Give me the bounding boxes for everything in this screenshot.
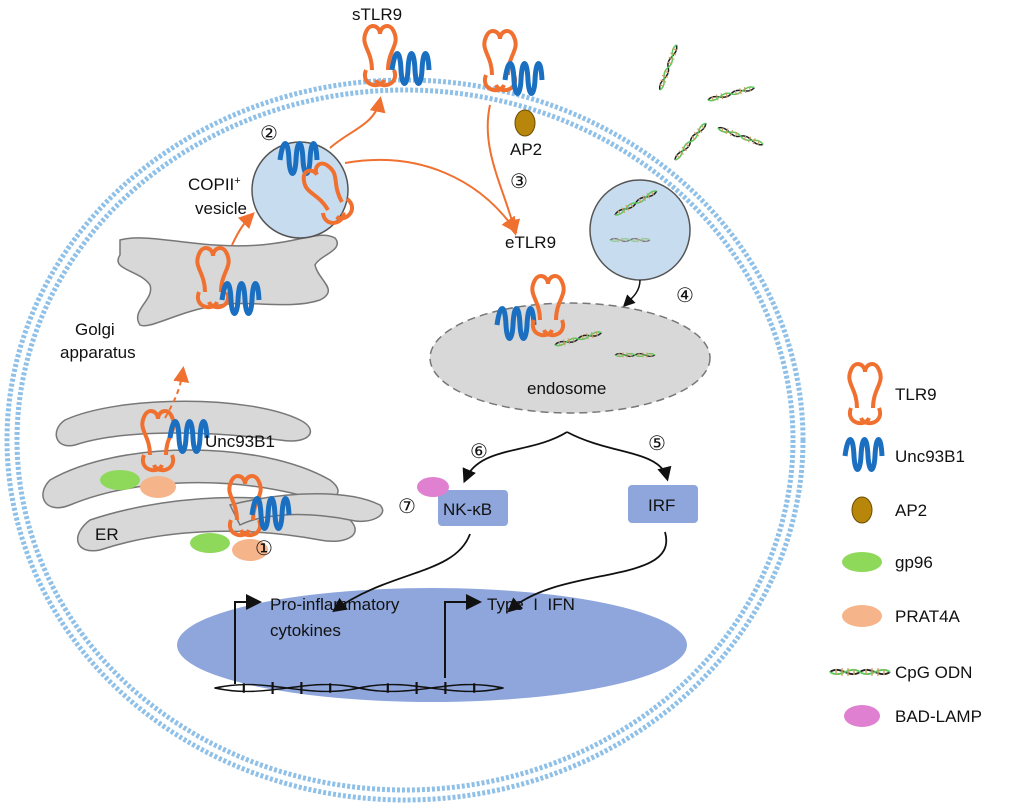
step-6: ⑥ — [470, 441, 488, 463]
ap2-icon — [851, 496, 873, 524]
promoter-arrow-1 — [234, 594, 262, 684]
irf-label: IRF — [648, 496, 675, 515]
bad-lamp-icon — [844, 705, 880, 727]
legend-label-unc93b1: Unc93B1 — [895, 447, 965, 466]
unc93b1-label: Unc93B1 — [205, 432, 275, 451]
cpg-odn-icon — [829, 667, 891, 677]
unc93b1-icon — [845, 440, 882, 470]
prat4a-er-2 — [232, 539, 268, 561]
golgi-apparatus — [117, 234, 338, 327]
arrow-nfkb-to-nucleus — [332, 533, 471, 613]
cpg-odn-outside-2 — [706, 83, 756, 104]
arrow-vesicle-to-endosome-2 — [622, 279, 641, 308]
tlr9-surface-2 — [482, 29, 518, 93]
step-5: ⑤ — [648, 433, 666, 455]
copii-label-line1: COPII+ — [188, 175, 241, 194]
pro-inflammatory-label: Pro-inflammatory — [270, 595, 400, 614]
genomic-dna — [213, 681, 505, 695]
unc93b1-er-1 — [170, 422, 207, 452]
tlr9-icon — [847, 362, 883, 426]
endocytic-vesicle — [589, 179, 691, 281]
prat4a-er-1 — [140, 476, 176, 498]
cytokines-label: cytokines — [270, 621, 341, 640]
arrow-er-to-golgi — [164, 366, 190, 419]
irf-box — [628, 485, 698, 523]
arrow-to-nfkb — [462, 431, 568, 484]
endosome — [429, 302, 711, 414]
type-i-ifn-label: Type I IFN — [487, 595, 575, 614]
golgi-label-line2: apparatus — [60, 343, 136, 362]
gp96-icon — [842, 552, 882, 572]
stlr9-label: sTLR9 — [352, 5, 402, 24]
arrow-to-irf — [566, 431, 672, 482]
arrow-membrane-to-endosome — [486, 104, 520, 236]
er — [42, 400, 384, 552]
prat4a-icon — [842, 605, 882, 627]
arrow-vesicle-to-endosome — [344, 159, 518, 234]
promoter-arrow-2 — [444, 594, 482, 678]
legend-label-cpg-odn: CpG ODN — [895, 663, 972, 682]
golgi-label-line1: Golgi — [75, 320, 115, 339]
etlr9-label: eTLR9 — [505, 233, 556, 252]
nfkb-label: NK-κB — [443, 500, 492, 519]
legend-label-ap2: AP2 — [895, 501, 927, 520]
step-2: ② — [260, 123, 278, 145]
arrow-golgi-to-vesicle — [231, 212, 255, 246]
arrow-vesicle-to-membrane — [329, 96, 386, 149]
legend-label-tlr9: TLR9 — [895, 385, 937, 404]
bad-lamp-molecule — [417, 477, 449, 497]
endosome-label: endosome — [527, 379, 606, 398]
cell-membrane-inner — [14, 87, 796, 793]
legend: TLR9 Unc93B1 AP2 gp96 PRAT4A CpG ODN BAD… — [829, 362, 982, 727]
nucleus — [177, 588, 687, 702]
arrow-irf-to-nucleus — [507, 531, 668, 613]
ap2-molecule — [514, 109, 536, 137]
cpg-odn-outside-4 — [716, 124, 765, 148]
ap2-label: AP2 — [510, 140, 542, 159]
gp96-er-2 — [190, 533, 230, 553]
tlr9-surface-1 — [362, 24, 398, 88]
legend-label-gp96: gp96 — [895, 553, 933, 572]
step-4: ④ — [676, 285, 694, 307]
step-3: ③ — [510, 171, 528, 193]
er-label: ER — [95, 525, 119, 544]
step-7: ⑦ — [398, 496, 416, 518]
gp96-er-1 — [100, 470, 140, 490]
step-1: ① — [255, 538, 273, 560]
legend-label-bad-lamp: BAD-LAMP — [895, 707, 982, 726]
copii-label-line2: vesicle — [195, 199, 247, 218]
legend-label-prat4a: PRAT4A — [895, 607, 961, 626]
cpg-odn-outside-3 — [671, 120, 709, 163]
nfkb-box — [438, 490, 508, 526]
cpg-odn-outside-1 — [656, 43, 680, 92]
